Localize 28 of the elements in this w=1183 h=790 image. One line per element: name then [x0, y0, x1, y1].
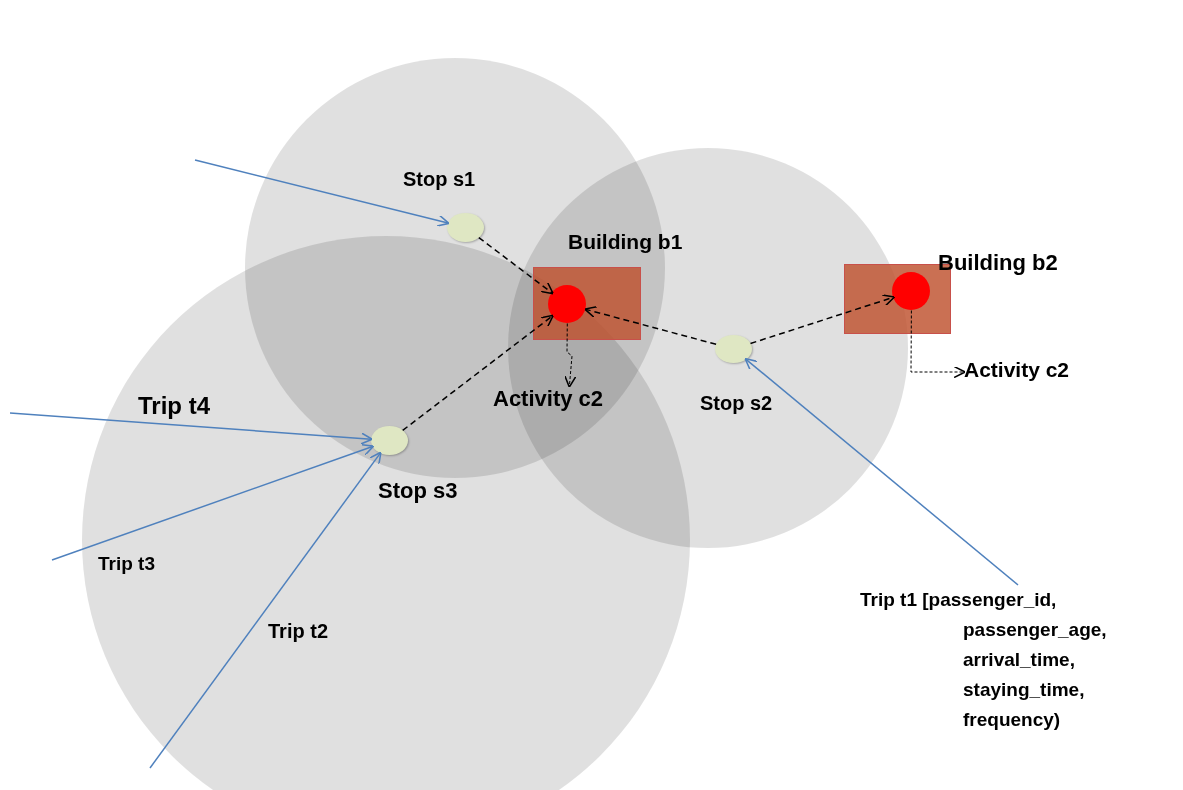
arrow [149, 451, 382, 769]
location-dot [892, 272, 930, 310]
dashed-arrow [564, 323, 577, 388]
building-box [533, 267, 641, 340]
dashed-arrow [910, 310, 966, 379]
dashed-arrow [749, 294, 896, 345]
building-label: Building b2 [938, 250, 1058, 276]
dashed-arrow [584, 305, 717, 346]
dashed-arrow [478, 236, 554, 295]
stop-label: Stop s2 [700, 392, 773, 415]
arrow [9, 412, 373, 445]
stop-marker [715, 335, 752, 363]
stop-marker [371, 426, 408, 455]
dashed-arrow [401, 314, 555, 432]
activity-label: Activity c2 [493, 386, 643, 418]
arrow [744, 357, 1019, 586]
stop-label: Stop s1 [403, 168, 476, 191]
trip-attribute-label: Trip t1 [passenger_id, passenger_age, arrival_time, staying_time, frequency) [860, 585, 1140, 765]
stop-label: Stop s3 [378, 478, 458, 504]
edge-label: Trip t2 [268, 620, 328, 643]
edge-label: Trip t4 [138, 392, 210, 420]
building-label: Building b1 [568, 230, 683, 254]
edge-label: Trip t3 [98, 553, 155, 575]
stop-marker [447, 213, 484, 242]
activity-label: Activity c2 [964, 357, 1104, 387]
arrow [194, 159, 450, 227]
arrow [51, 443, 375, 561]
location-dot [548, 285, 586, 323]
